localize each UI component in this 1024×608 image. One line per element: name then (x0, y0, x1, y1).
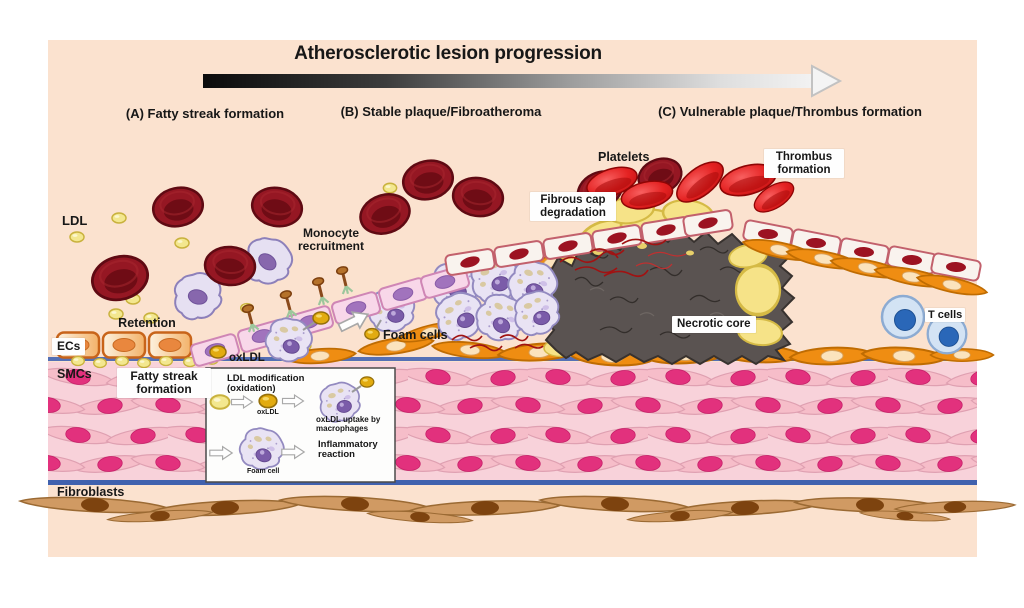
inset-oxldl-particle (258, 393, 278, 409)
ecs-label: ECs (52, 338, 86, 356)
inset-oxldl-uptake-label: oxLDL uptake by macrophages (316, 415, 381, 433)
inset-inflammatory-label: Inflammatory reaction (318, 439, 378, 461)
phase-c-label: (C) Vulnerable plaque/Thrombus formation (658, 104, 922, 119)
fibrous-cap-degradation-label: Fibrous cap degradation (530, 192, 616, 222)
thrombus-formation-label: Thrombus formation (764, 149, 844, 179)
oxldl-lollipop (364, 319, 382, 341)
necrotic-core-label: Necrotic core (672, 316, 756, 333)
fibroblasts-label: Fibroblasts (57, 485, 125, 499)
oxldl-particle (209, 345, 227, 359)
oxldl-label: oxLDL (229, 352, 265, 364)
inset-foam-cell-label: Foam cell (247, 468, 280, 475)
foam-cells-label: Foam cells (383, 328, 448, 342)
external-elastic-lamina (48, 480, 977, 485)
inset-ldl-modification-label: LDL modification (oxidation) (227, 373, 305, 395)
retention-label: Retention (118, 316, 176, 330)
smcs-label: SMCs (57, 367, 92, 381)
phase-a-label: (A) Fatty streak formation (125, 106, 285, 121)
fibroblast-layer (18, 492, 1016, 527)
macrophage-capturing-oxldl (262, 311, 330, 366)
inset-macrophage (317, 376, 375, 424)
ldl-label: LDL (62, 213, 88, 228)
fatty-streak-label: Fatty streak formation (117, 368, 211, 399)
t-cells-label: T cells (925, 308, 966, 323)
cap-degradation-fibers (559, 238, 687, 278)
collagen-fiber-squiggles (451, 334, 544, 352)
figure-title: Atherosclerotic lesion progression (294, 43, 602, 64)
monocyte-recruitment-label: Monocyte recruitment (297, 226, 365, 254)
phase-b-label: (B) Stable plaque/Fibroatheroma (340, 104, 542, 119)
inset-box (205, 367, 396, 483)
platelets-label: Platelets (598, 150, 650, 164)
t-cell (880, 294, 926, 340)
inset-ldl-particle (209, 394, 231, 410)
progression-gradient-arrow (203, 64, 843, 98)
inset-oxldl-label: oxLDL (257, 409, 279, 416)
